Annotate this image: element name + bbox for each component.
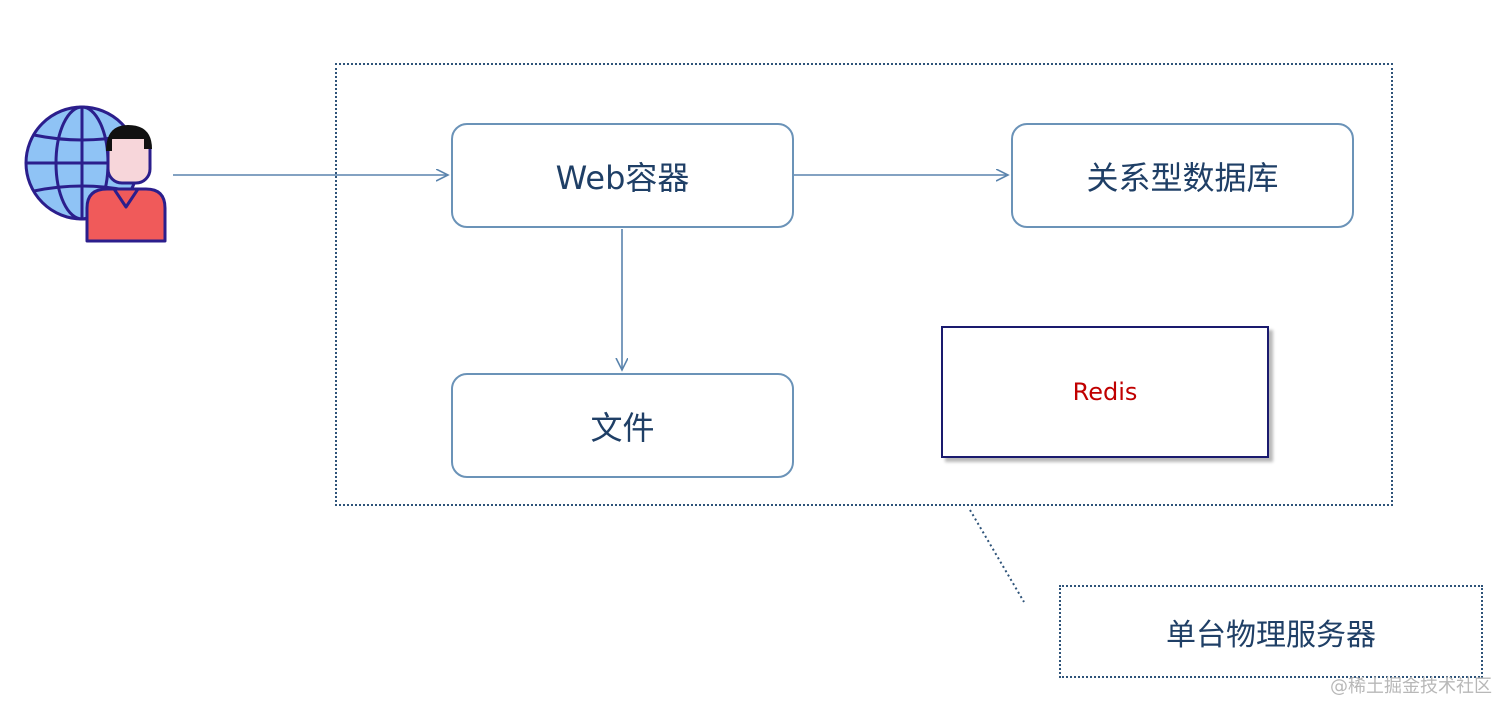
- file-node: 文件: [451, 373, 794, 478]
- relational-db-node: 关系型数据库: [1011, 123, 1354, 228]
- callout-leader-line: [969, 509, 1025, 603]
- file-label: 文件: [590, 408, 655, 447]
- server-boundary: [335, 63, 1393, 506]
- server-callout-label: 单台物理服务器: [1166, 617, 1376, 653]
- relational-db-label: 关系型数据库: [1086, 158, 1279, 197]
- person-icon: [85, 125, 167, 243]
- server-callout: 单台物理服务器: [1059, 585, 1483, 678]
- user-globe-icon: [24, 105, 167, 243]
- watermark: @稀土掘金技术社区: [1330, 676, 1492, 697]
- web-container-label: Web容器: [555, 158, 690, 197]
- redis-node: Redis: [941, 326, 1269, 458]
- redis-label: Redis: [1072, 378, 1138, 406]
- web-container-node: Web容器: [451, 123, 794, 228]
